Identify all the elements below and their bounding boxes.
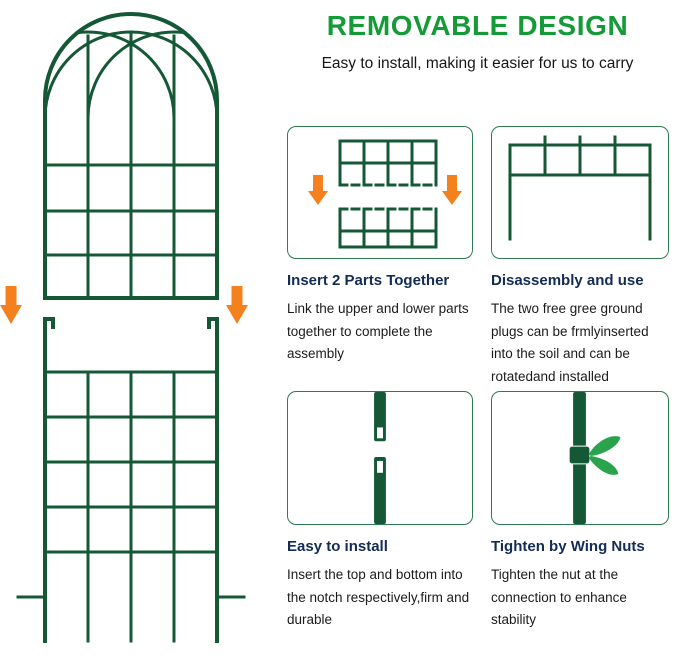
feature-body: Tighten the nut at the connection to enh… — [491, 567, 627, 628]
feature-caption: Tighten by Wing Nuts — [491, 538, 645, 555]
feature-easy-install: Easy to install Insert the top and botto… — [287, 391, 473, 632]
page-title: REMOVABLE DESIGN — [326, 10, 629, 41]
header: REMOVABLE DESIGN Easy to install, making… — [278, 10, 677, 73]
page-subtitle: Easy to install, making it easier for us… — [321, 55, 634, 72]
trellis-split-with-arrows-icon — [308, 139, 462, 249]
trellis-lower-section — [16, 317, 246, 643]
feature-disassembly: Disassembly and use The two free gree gr… — [491, 126, 669, 388]
wing-nuts-panel — [491, 391, 669, 525]
split-arrow-right-icon — [226, 286, 248, 324]
feature-wing-nuts: Tighten by Wing Nuts Tighten the nut at … — [491, 391, 669, 632]
mini-arrow-left-icon — [308, 175, 328, 205]
feature-body: Insert the top and bottom into the notch… — [287, 567, 470, 628]
feature-caption: Easy to install — [287, 538, 388, 555]
trellis-ground-plugs-icon — [508, 135, 652, 241]
pole-wing-nut-icon — [568, 392, 621, 524]
feature-body: Link the upper and lower parts together … — [287, 301, 469, 362]
trellis-illustration — [0, 12, 248, 643]
mini-arrow-right-icon — [442, 175, 462, 205]
trellis-upper-section — [43, 12, 219, 300]
disassembly-panel — [491, 126, 669, 259]
feature-insert-parts: Insert 2 Parts Together Link the upper a… — [287, 126, 473, 366]
feature-caption: Insert 2 Parts Together — [287, 272, 450, 289]
easy-install-panel — [287, 391, 473, 525]
pole-notch-icon — [374, 392, 386, 524]
split-arrow-left-icon — [0, 286, 22, 324]
feature-body: The two free gree ground plugs can be fr… — [491, 301, 649, 384]
feature-caption: Disassembly and use — [491, 272, 644, 289]
insert-parts-panel — [287, 126, 473, 259]
